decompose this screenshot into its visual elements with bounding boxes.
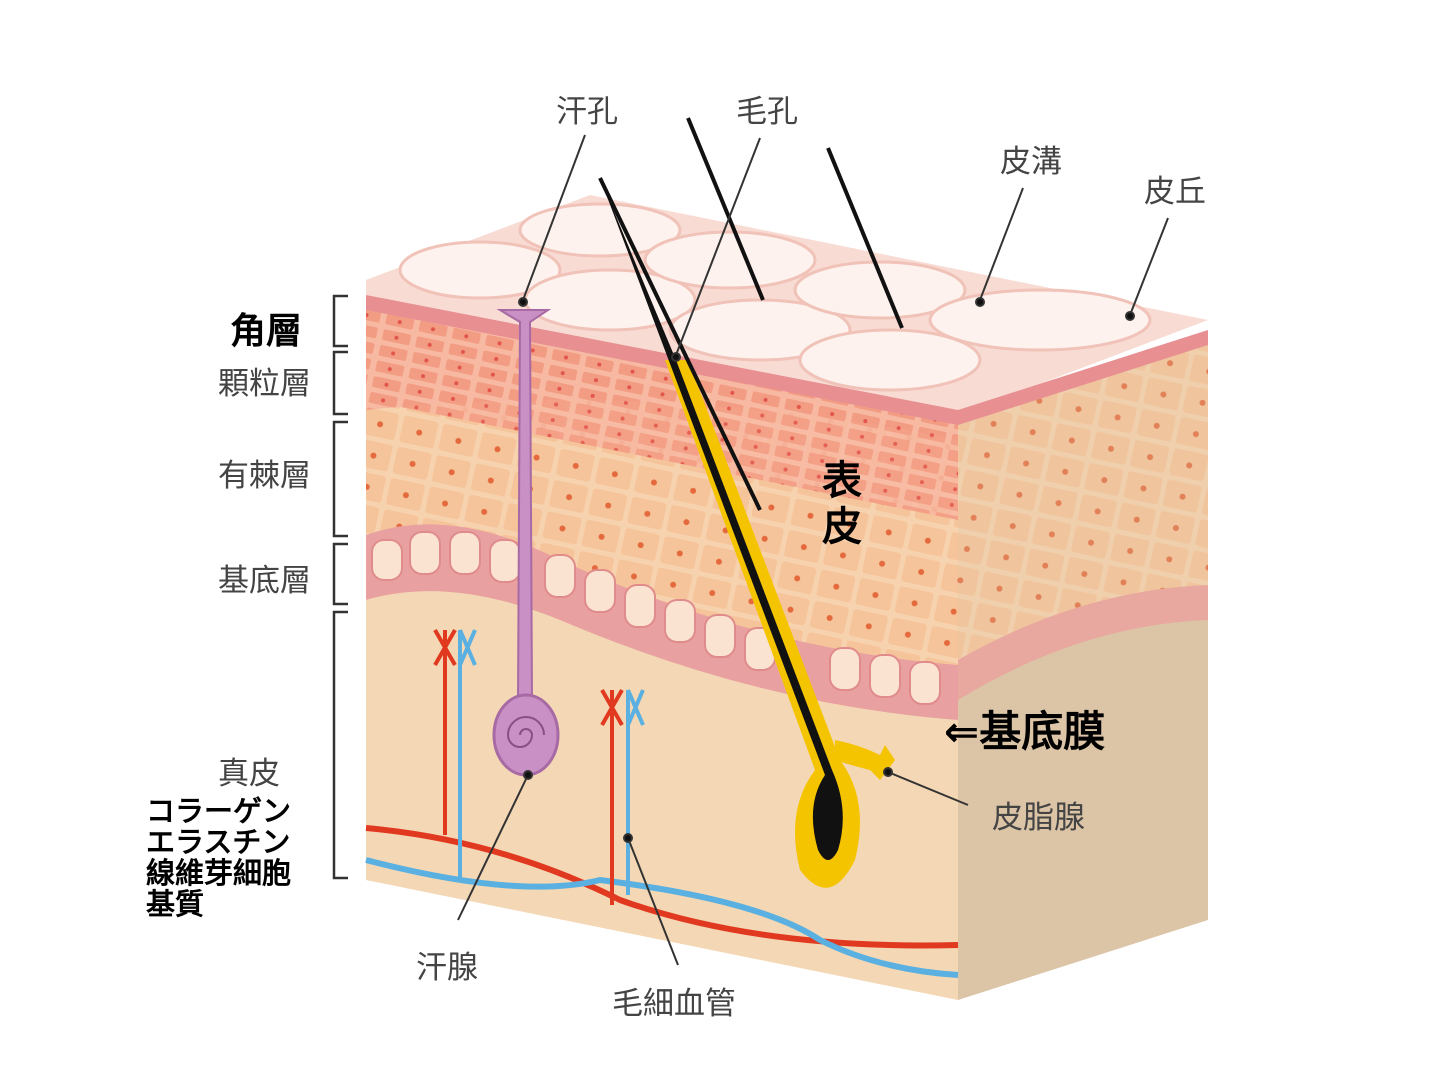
label-stratum-granulosum: 顆粒層	[218, 366, 311, 402]
dermis-component: コラーゲン	[146, 794, 292, 828]
label-capillaries: 毛細血管	[612, 986, 736, 1022]
hair-follicle	[665, 360, 860, 888]
artery	[365, 825, 959, 949]
hair-shaft	[600, 178, 843, 860]
label-sweat-gland: 汗腺	[416, 950, 478, 986]
label-sweat-pore: 汗孔	[556, 94, 618, 130]
label-skin-groove: 皮溝	[1000, 144, 1062, 180]
granular-layer-lower	[366, 300, 958, 520]
skin-ridges	[398, 202, 1152, 392]
capillary-loops	[433, 629, 645, 905]
hair	[826, 147, 904, 329]
vein	[365, 857, 959, 978]
label-sebaceous-gland: 皮脂腺	[992, 800, 1085, 836]
dermis-component: 基質	[146, 887, 205, 921]
label-dermis: 真皮	[218, 756, 280, 792]
label-stratum-spinosum: 有棘層	[218, 458, 311, 494]
side-epidermis	[958, 335, 1208, 670]
layer-brackets	[332, 294, 348, 880]
side-basal	[958, 585, 1208, 700]
dermis-component: 線維芽細胞	[146, 856, 292, 890]
label-stratum-basale: 基底層	[218, 563, 311, 599]
dermis-components-list: コラーゲン エラスチン 線維芽細胞 基質	[146, 796, 291, 920]
leader-lines	[457, 134, 1169, 966]
label-basement-membrane: ⇐基底膜	[944, 707, 1106, 756]
sweat-gland-coil	[492, 693, 560, 777]
label-epidermis: 表皮	[822, 458, 862, 550]
hair	[686, 117, 765, 301]
label-skin-ridge: 皮丘	[1144, 174, 1206, 210]
sebaceous-gland	[835, 740, 895, 780]
label-stratum-corneum: 角層	[230, 311, 303, 352]
label-hair-pore: 毛孔	[736, 94, 798, 130]
dermis-component: エラスチン	[146, 825, 291, 859]
